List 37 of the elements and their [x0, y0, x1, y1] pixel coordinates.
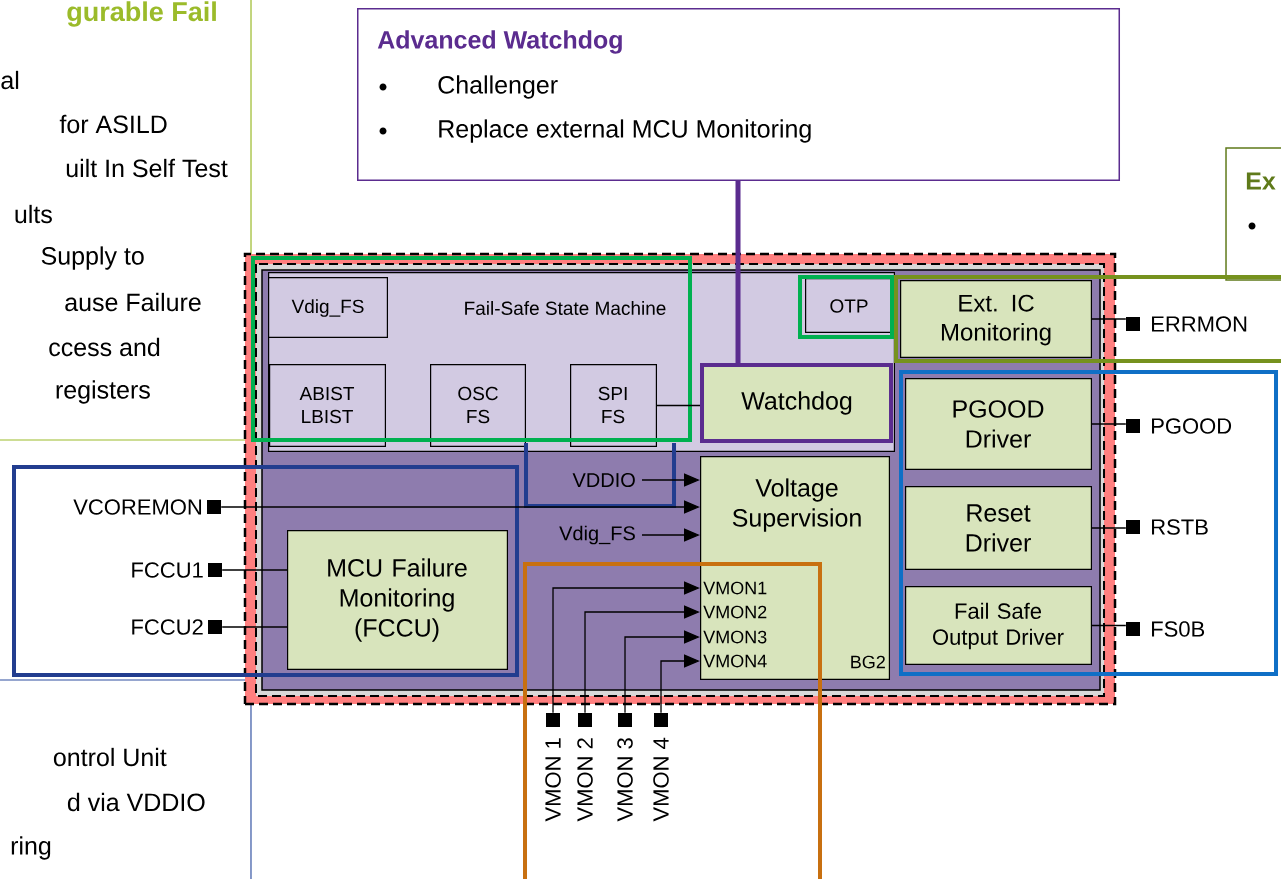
pin-label: FCCU2: [132, 619, 203, 635]
function-block: PGOOD Driver: [905, 378, 1092, 470]
pin-label: VMON 3: [617, 738, 633, 822]
function-block: SPI FS: [570, 364, 657, 447]
function-block: OSC FS: [430, 364, 526, 447]
function-block: ABIST LBIST: [269, 364, 386, 447]
connector-line: [1091, 423, 1127, 425]
callout-box: Ex: [1225, 147, 1281, 281]
connector-line: [1091, 527, 1127, 529]
pin-label: ERRMON: [1152, 316, 1247, 332]
connector-line: [221, 626, 288, 628]
function-block: Voltage Supervision VMON1 VMON2 VMON3 VMON4 BG2: [700, 456, 890, 680]
signal-label: Vdig_FS: [559, 525, 635, 545]
function-block: Reset Driver: [905, 486, 1092, 570]
connector-line: [221, 569, 288, 571]
connector-line: [735, 181, 741, 363]
connector-line: [1091, 318, 1127, 320]
function-block: Ext. IC Monitoring: [900, 280, 1092, 358]
signal-label: VDDIO: [572, 472, 635, 488]
callout-box: ontrol Unit d via VDDIO ring: [0, 679, 252, 879]
function-block: Fail Safe Output Driver: [905, 586, 1092, 665]
pin-label: FCCU1: [132, 562, 203, 578]
pin-label: VMON 4: [653, 737, 669, 822]
pin-label: PGOOD: [1152, 418, 1232, 434]
function-block: Vdig_FS: [268, 277, 388, 338]
connector-line: [1091, 624, 1127, 627]
pin-label: VMON 1: [545, 738, 561, 822]
function-block: Watchdog: [700, 363, 893, 443]
callout-box: Advanced Watchdog Challenger Replace external MCU Monitoring: [357, 8, 1120, 181]
pin-label: VCOREMON: [73, 499, 201, 515]
node-label: Ex: [1246, 172, 1276, 190]
pin-label: FS0B: [1152, 621, 1205, 637]
function-block: OTP: [805, 278, 893, 333]
connector-line: [656, 404, 701, 407]
pin-label: VMON 2: [577, 738, 593, 822]
pin-label: RSTB: [1152, 519, 1208, 535]
function-block: MCU Failure Monitoring (FCCU): [287, 530, 508, 670]
